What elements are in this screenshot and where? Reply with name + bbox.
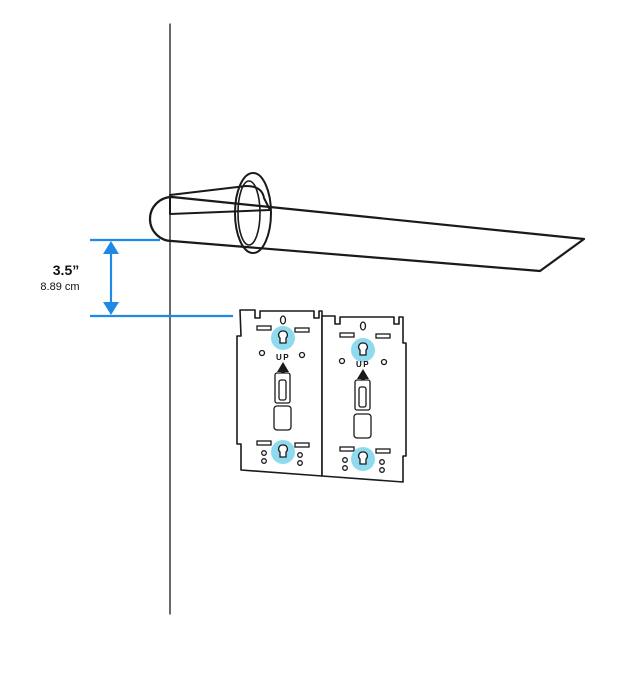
handle-lever-top-edge <box>259 205 585 240</box>
plate-right-small-hole-6 <box>379 467 385 473</box>
plate-left-center-slot-inner <box>278 379 287 401</box>
plate-left-small-hole-2 <box>298 351 306 359</box>
plate-right-bottom-keyhole-icon <box>358 451 368 465</box>
plate-right-small-hole-1 <box>338 357 346 365</box>
plate-right-small-hole-4 <box>342 465 348 471</box>
plate-right-up-arrow-icon <box>357 369 369 389</box>
plate-right-small-hole-5 <box>379 459 385 465</box>
plate-left-slot-top-right <box>294 327 310 333</box>
plate-left-up-label: UP <box>276 353 290 362</box>
plate-left-top-notch <box>279 315 287 325</box>
plate-left-small-hole-3 <box>261 450 267 456</box>
plate-left-small-hole-1 <box>258 349 266 357</box>
plate-left-small-hole-4 <box>261 458 267 464</box>
plate-right-top-notch <box>359 321 367 331</box>
plate-left-slot-top-left <box>256 325 272 331</box>
plate-left-slot-bottom-left <box>256 440 272 446</box>
plate-right-slot-bottom-left <box>339 446 355 452</box>
door-lever-handle <box>148 172 586 273</box>
handle-rosette-inner <box>237 180 261 246</box>
handle-neck <box>169 185 271 215</box>
mounting-plate-left: UP <box>236 309 323 477</box>
dimension-metric-label: 8.89 cm <box>40 281 79 293</box>
plate-right-up-label: UP <box>356 360 370 369</box>
dimension-imperial-label: 3.5” <box>53 262 79 278</box>
handle-lever <box>148 195 586 273</box>
plate-left-bottom-keyhole-icon <box>278 444 288 458</box>
plate-right-slot-top-left <box>339 332 355 338</box>
plate-left-slot-bottom-right <box>294 442 310 448</box>
plate-right-small-hole-3 <box>342 457 348 463</box>
plate-left-small-hole-5 <box>297 452 303 458</box>
dimension-arrow-down-icon <box>103 302 119 315</box>
plate-right-center-slot-inner <box>358 386 367 408</box>
plate-left-lower-opening <box>273 405 292 431</box>
dimension-arrow-up-icon <box>103 241 119 254</box>
plate-left-small-hole-6 <box>297 460 303 466</box>
plate-right-top-keyhole-icon <box>358 342 368 356</box>
plate-left-top-keyhole-icon <box>278 330 288 344</box>
mounting-plate-right: UP <box>321 315 407 483</box>
handle-rosette-outer <box>234 172 272 254</box>
plate-left-up-arrow-icon <box>277 362 289 382</box>
plate-right-slot-top-right <box>375 333 391 339</box>
plate-right-lower-opening <box>353 413 372 439</box>
plate-right-slot-bottom-right <box>375 448 391 454</box>
height-dimension: 3.5” 8.89 cm <box>40 238 233 318</box>
plate-right-small-hole-2 <box>380 358 388 366</box>
